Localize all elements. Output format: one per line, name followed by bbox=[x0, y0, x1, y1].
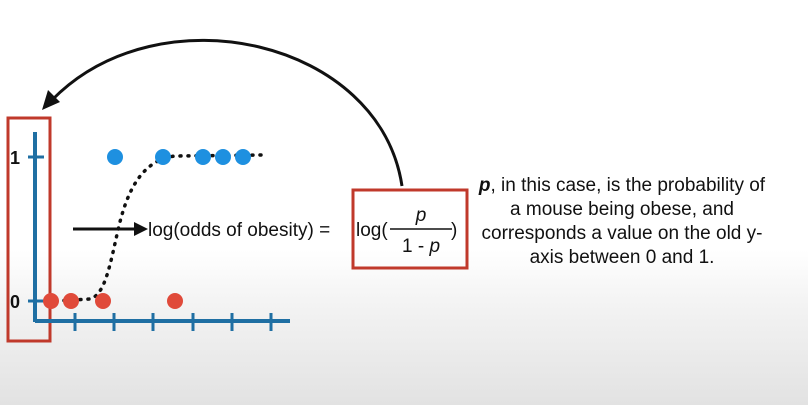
obese-point bbox=[195, 149, 211, 165]
equation-denominator: 1 - p bbox=[402, 236, 440, 257]
y-label-0: 0 bbox=[10, 292, 20, 312]
not-obese-point bbox=[43, 293, 59, 309]
obese-point bbox=[215, 149, 231, 165]
equation-lhs: log(odds of obesity) = bbox=[148, 220, 330, 241]
explanation-rest: , in this case, is the probability of a … bbox=[481, 175, 766, 268]
y-axis-highlight-box bbox=[6, 116, 52, 343]
y-label-1: 1 bbox=[10, 148, 20, 168]
odds-highlight-box bbox=[351, 188, 469, 270]
not-obese-point bbox=[63, 293, 79, 309]
x-ticks bbox=[73, 313, 273, 331]
equation-numerator: p bbox=[415, 205, 427, 226]
curved-arrow-head bbox=[42, 90, 60, 110]
obese-point bbox=[155, 149, 171, 165]
explanation-text: p, in this case, is the probability of a… bbox=[472, 174, 772, 270]
equation-log-open: log( bbox=[356, 220, 388, 241]
equation-close: ) bbox=[451, 220, 457, 241]
obese-point bbox=[235, 149, 251, 165]
data-points bbox=[43, 149, 251, 309]
pointer-arrow-head bbox=[134, 222, 148, 236]
not-obese-point bbox=[167, 293, 183, 309]
obese-point bbox=[107, 149, 123, 165]
explanation-var: p bbox=[478, 175, 491, 196]
not-obese-point bbox=[95, 293, 111, 309]
curved-arrow bbox=[50, 39, 404, 187]
